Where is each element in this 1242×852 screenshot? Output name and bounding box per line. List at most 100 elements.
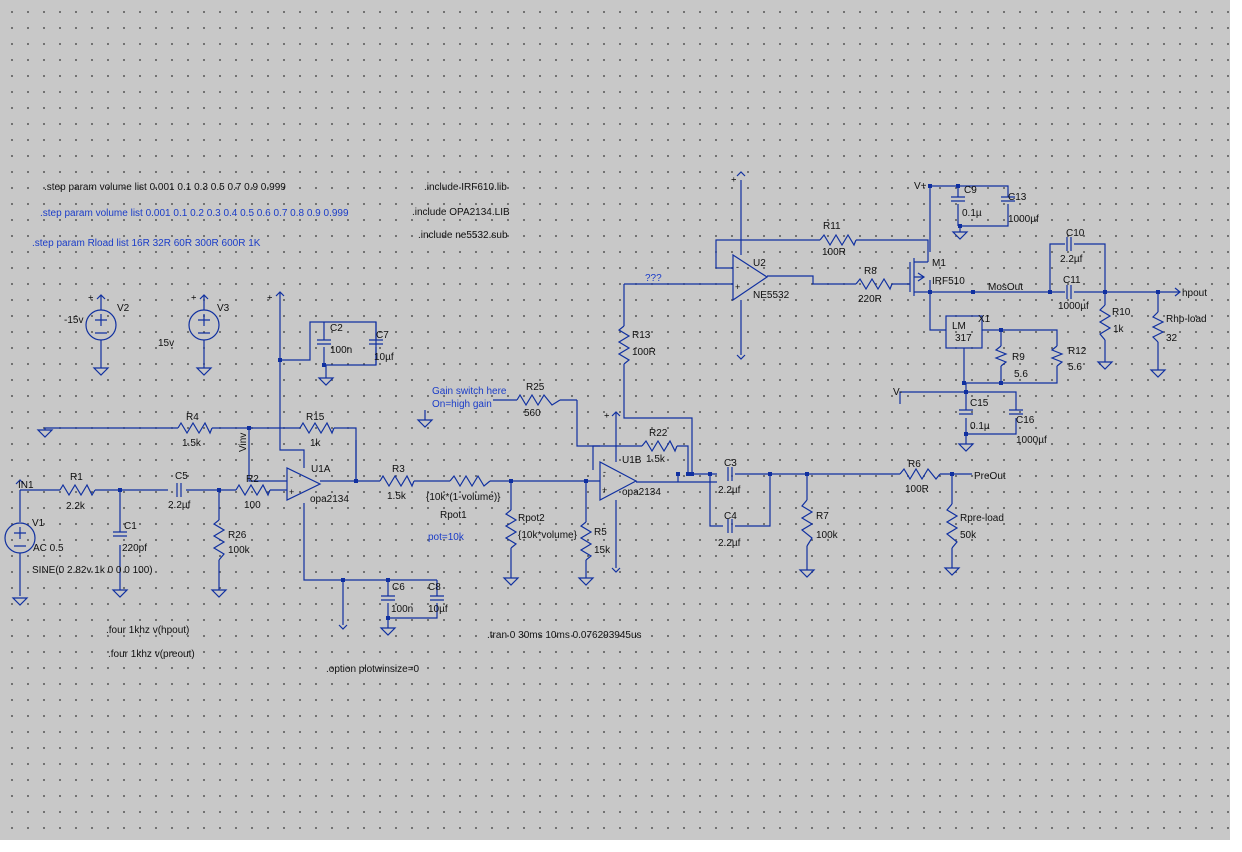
schematic-label: opa2134	[310, 494, 349, 505]
schematic-label: {10k*(1-volume)}	[426, 492, 501, 503]
schematic-label: Rpot1	[440, 510, 467, 521]
schematic-label: C13	[1008, 192, 1027, 203]
schematic-label: 50k	[960, 530, 977, 541]
gain-switch-note: Gain switch here	[432, 386, 507, 397]
schematic-label: 2.2µf	[718, 538, 741, 549]
schematic-label: opa2134	[622, 487, 661, 498]
schematic-label: C9	[964, 185, 977, 196]
junctions	[118, 184, 1160, 620]
include-irf610: .include IRF610.lib	[424, 182, 507, 193]
schematic-label: C5	[175, 471, 188, 482]
schematic-label: SINE(0 2.82v 1k 0 0 0 100)	[32, 565, 153, 576]
schematic-label: C3	[724, 458, 737, 469]
schematic-label: C7	[376, 330, 389, 341]
tran-directive: .tran 0 30ms 10ms 0.076293945us	[487, 630, 642, 641]
spice-directives: .step param volume list 0.001 0.1 0.3 0.…	[32, 182, 642, 675]
schematic-label: 1.5k	[182, 438, 202, 449]
schematic-label: IRF510	[932, 276, 965, 287]
schematic-label: 2.2µf	[168, 500, 191, 511]
opamp-labels: U1A opa2134 U1B opa2134 U2 NE5532	[310, 258, 790, 505]
schematic-label: R6	[908, 459, 921, 470]
include-opa2134: .include OPA2134.LIB	[412, 207, 510, 218]
schematic-label: 1000µf	[1058, 301, 1089, 312]
schematic-label: V1	[32, 518, 45, 529]
schematic-label: R2	[246, 474, 259, 485]
mosfet-m1	[909, 252, 929, 296]
schematic-label: 100R	[905, 484, 929, 495]
schematic-label: 1k	[310, 438, 322, 449]
step-rload: .step param Rload list 16R 32R 60R 300R …	[32, 238, 261, 249]
schematic-label: 10µf	[428, 604, 448, 615]
schematic-label: R13	[632, 330, 651, 341]
schematic-label: 15v	[158, 338, 174, 349]
schematic-label: hpout	[1182, 288, 1207, 299]
schematic-label: 10µf	[374, 352, 394, 363]
schematic-label: R11	[823, 221, 841, 232]
schematic-label: C11	[1063, 275, 1081, 286]
schematic-label: C10	[1066, 228, 1085, 239]
schematic-canvas[interactable]: -+ -+ -+ .step param volume list 0.001 0…	[0, 0, 1230, 840]
schematic-label: +	[86, 295, 96, 300]
voltage-sources	[4, 309, 220, 554]
schematic-label: -15v	[64, 315, 83, 326]
wires	[19, 180, 1180, 628]
schematic-label: R1	[70, 472, 83, 483]
schematic-label: R25	[526, 382, 545, 393]
resistors	[59, 233, 1165, 561]
schematic-label: NE5532	[753, 290, 790, 301]
schematic-label: 100n	[391, 604, 413, 615]
schematic-label: C15	[970, 398, 989, 409]
schematic-label: 5.6	[1068, 362, 1082, 373]
schematic-label: Rhp-load	[1166, 314, 1207, 325]
schematic-label: Vinv	[238, 433, 249, 452]
opamps: -+ -+ -+	[286, 253, 769, 501]
schematic-label: {10k*volume}	[518, 530, 578, 541]
schematic-label: U2	[753, 258, 766, 269]
schematic-label: C6	[392, 582, 405, 593]
schematic-label: 15k	[594, 545, 611, 556]
schematic-label: 100R	[632, 347, 656, 358]
grounds	[12, 231, 1166, 636]
schematic-label: +	[602, 485, 607, 495]
schematic-label: C16	[1016, 415, 1035, 426]
step-volume-2: .step param volume list 0.001 0.1 0.2 0.…	[40, 208, 349, 219]
schematic-label: 1.5k	[646, 454, 666, 465]
schematic-label: 1000µf	[1016, 435, 1047, 446]
schematic-label: R5	[594, 527, 607, 538]
source-labels: V1 AC 0.5 SINE(0 2.82v 1k 0 0 0 100) V2 …	[32, 303, 230, 576]
schematic-label: Rpre-load	[960, 513, 1004, 524]
schematic-label: 100n	[330, 345, 352, 356]
schematic-label: V+	[914, 181, 927, 192]
schematic-label: 560	[524, 408, 541, 419]
schematic-label: 220R	[858, 294, 882, 305]
schematic-label: R7	[816, 511, 829, 522]
schematic-drawing: -+ -+ -+ .step param volume list 0.001 0…	[4, 171, 1207, 675]
step-volume-1: .step param volume list 0.001 0.1 0.3 0.…	[44, 182, 286, 193]
schematic-label: +	[602, 413, 612, 418]
schematic-label: 317	[955, 333, 972, 344]
schematic-label: LM	[952, 321, 966, 332]
schematic-label: 100R	[822, 247, 846, 258]
schematic-label: R9	[1012, 352, 1025, 363]
schematic-label: -	[603, 467, 606, 477]
schematic-label: IN1	[18, 480, 34, 491]
schematic-label: 1000µf	[1008, 214, 1039, 225]
option-directive: .option plotwinsize=0	[326, 664, 420, 675]
schematic-label: U1A	[311, 464, 331, 475]
schematic-label: V2	[117, 303, 130, 314]
schematic-label: 2.2k	[66, 501, 86, 512]
schematic-label: +	[265, 295, 275, 300]
schematic-label: +	[735, 282, 740, 292]
supply-arrows	[15, 171, 1181, 630]
schematic-label: AC 0.5	[33, 543, 64, 554]
schematic-label: V-	[893, 387, 902, 398]
schematic-label: U1B	[622, 455, 642, 466]
schematic-label: -	[736, 262, 739, 272]
schematic-label: 100k	[816, 530, 839, 541]
annotations: Gain switch here On=high gain ??? pot=10…	[428, 273, 662, 543]
schematic-label: 100	[244, 500, 261, 511]
schematic-label: MosOut	[988, 282, 1023, 293]
schematic-label: R3	[392, 464, 405, 475]
schematic-label: R4	[186, 412, 199, 423]
pot-note: pot=10k	[428, 532, 465, 543]
